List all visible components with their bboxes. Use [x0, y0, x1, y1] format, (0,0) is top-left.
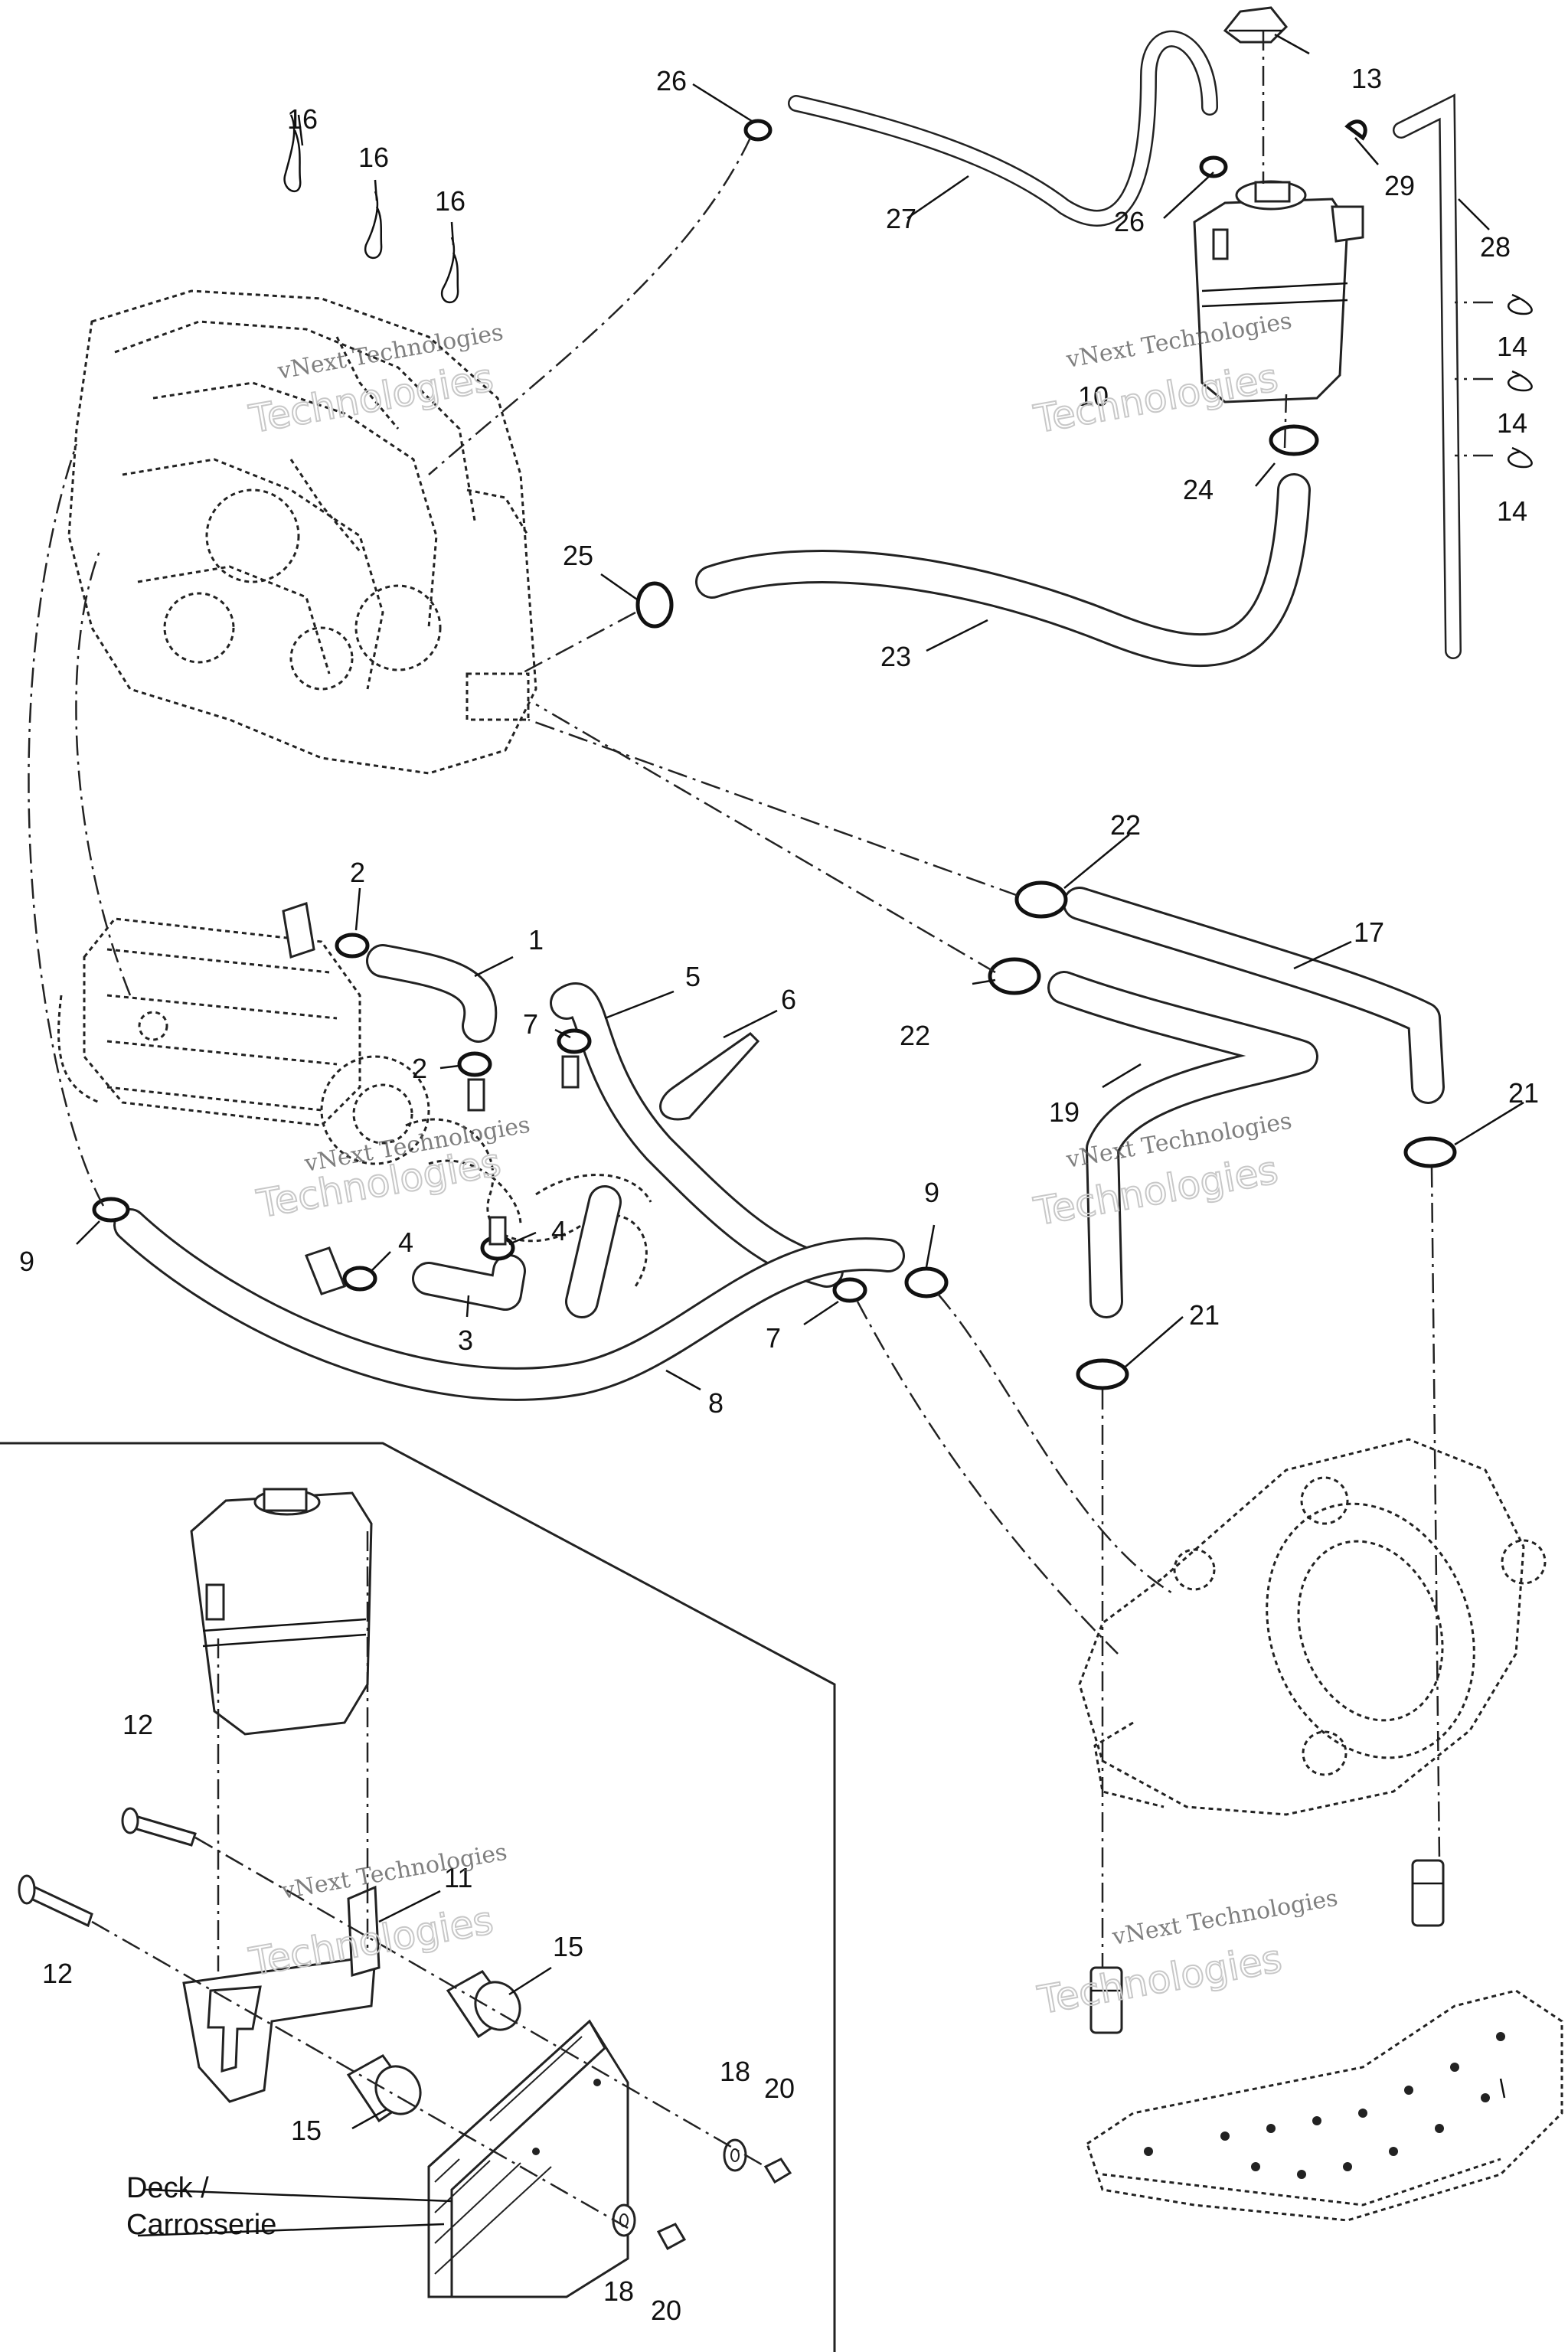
callout-9: 9: [924, 1177, 939, 1208]
callout-22: 22: [900, 1020, 930, 1051]
callout-2: 2: [350, 857, 365, 888]
callouts: 1 2 2 3 4 4 5 6 7 7 8 9 9 10 11 12 12 13…: [19, 63, 1539, 2326]
callout-17: 17: [1354, 916, 1384, 948]
bolts: [18, 1807, 197, 1928]
callout-14: 14: [1497, 495, 1527, 527]
assembly-lines: [28, 31, 1493, 2230]
reservoir-on-bracket: [190, 1488, 373, 1736]
callout-23: 23: [880, 641, 911, 672]
callout-9: 9: [19, 1246, 34, 1277]
hoses: [113, 30, 1462, 1401]
cable-tie: [659, 1032, 760, 1121]
callout-21: 21: [1189, 1299, 1220, 1331]
callout-26: 26: [656, 65, 687, 96]
callout-27: 27: [886, 203, 916, 234]
callout-8: 8: [708, 1387, 724, 1419]
callout-16: 16: [358, 142, 389, 173]
callout-14: 14: [1497, 331, 1527, 362]
callout-12: 12: [42, 1958, 73, 1989]
pump-housing: [1078, 1438, 1547, 1816]
callout-15: 15: [553, 1931, 583, 1962]
coolant-reservoir: [1193, 180, 1364, 403]
callout-2: 2: [412, 1053, 427, 1084]
callout-20: 20: [764, 2073, 795, 2104]
rubber-spacers: [346, 1970, 521, 2123]
pump-fittings: [1089, 1859, 1445, 2034]
callout-18: 18: [720, 2056, 750, 2087]
callout-26: 26: [1114, 206, 1145, 237]
callout-24: 24: [1183, 474, 1214, 505]
engine-block: [67, 289, 537, 775]
callout-7: 7: [766, 1322, 781, 1354]
callout-6: 6: [781, 984, 796, 1015]
deck-label-line1: Deck /: [126, 2172, 209, 2204]
inset-frame: [0, 1442, 836, 2352]
callout-13: 13: [1351, 63, 1382, 94]
heat-exchanger: [57, 917, 652, 1287]
callout-3: 3: [458, 1325, 473, 1356]
washers-and-nuts: [612, 2138, 792, 2251]
callout-1: 1: [528, 924, 544, 956]
leader-lines: [76, 33, 1524, 2237]
callout-22: 22: [1110, 809, 1141, 841]
mounting-bracket: [182, 1885, 381, 2103]
callout-25: 25: [563, 540, 593, 571]
callout-20: 20: [651, 2295, 681, 2326]
watermark-line2: Technologies: [1034, 1936, 1285, 2023]
callout-29: 29: [1384, 170, 1415, 201]
callout-4: 4: [551, 1215, 567, 1246]
deck-label-line2: Carrosserie: [126, 2209, 276, 2241]
callout-16: 16: [287, 103, 318, 135]
callout-28: 28: [1480, 231, 1511, 263]
callout-19: 19: [1049, 1096, 1080, 1128]
callout-11: 11: [444, 1862, 472, 1893]
callout-14: 14: [1497, 407, 1527, 439]
callout-21: 21: [1508, 1077, 1539, 1109]
ride-plate: [1086, 1989, 1563, 2222]
callout-15: 15: [291, 2115, 322, 2146]
watermark-line1: vNext Technologies: [1109, 1885, 1340, 1951]
callout-10: 10: [1078, 381, 1109, 412]
callout-18: 18: [603, 2275, 634, 2307]
reservoir-cap: [1223, 6, 1289, 44]
hx-fittings: [282, 902, 580, 1295]
callout-4: 4: [398, 1227, 413, 1258]
callout-16: 16: [435, 185, 466, 217]
callout-7: 7: [523, 1008, 538, 1040]
watermark-line1: vNext Technologies: [279, 1839, 509, 1905]
callout-12: 12: [122, 1709, 153, 1740]
clamps: [92, 114, 1533, 1390]
deck-section: [427, 2019, 629, 2298]
callout-5: 5: [685, 961, 701, 992]
